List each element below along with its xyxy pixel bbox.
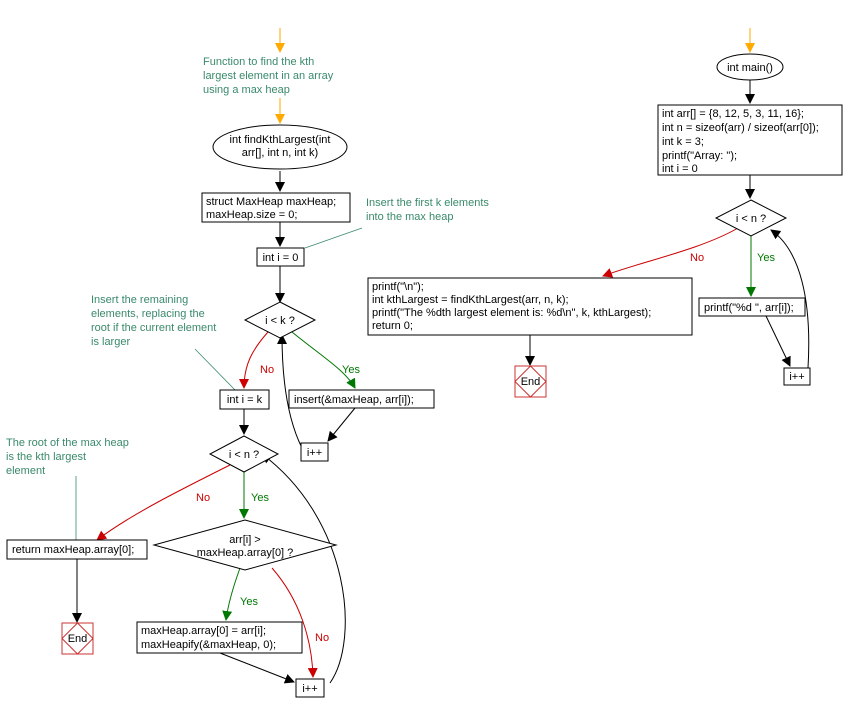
cond-main-label: i < n ? <box>736 213 766 225</box>
no-label-3: No <box>315 632 329 644</box>
inc-2-label: i++ <box>302 683 317 695</box>
init-heap-process[interactable]: struct MaxHeap maxHeap; maxHeap.size = 0… <box>201 192 351 223</box>
comment-func-line-3: using a max heap <box>203 84 290 96</box>
yes-label-1: Yes <box>342 364 360 376</box>
left-annotation-lines <box>75 227 363 542</box>
replace-line-2: maxHeapify(&maxHeap, 0); <box>141 639 276 651</box>
comment-root: The root of the max heap is the kth larg… <box>6 437 129 477</box>
init-block-line-2: int n = sizeof(arr) / sizeof(arr[0]); <box>662 122 819 134</box>
comment-insert-first-line-1: Insert the first k elements <box>366 197 489 209</box>
comment-func-line-1: Function to find the kth <box>203 56 314 68</box>
return-process[interactable]: return maxHeap.array[0]; <box>6 539 148 560</box>
comment-remaining-line-3: root if the current element <box>91 322 216 334</box>
comment-remaining-line-2: elements, replacing the <box>91 308 205 320</box>
end-terminal-right[interactable]: End <box>514 365 547 398</box>
init-heap-line-1: struct MaxHeap maxHeap; <box>206 196 336 208</box>
inc-1-process[interactable]: i++ <box>300 442 329 462</box>
inc-1-label: i++ <box>307 447 322 459</box>
init-block-line-4: printf("Array: "); <box>662 150 737 162</box>
main-start-terminal[interactable]: int main() <box>716 53 784 81</box>
init-block-line-1: int arr[] = {8, 12, 5, 3, 11, 16}; <box>662 108 804 120</box>
comment-root-line-1: The root of the max heap <box>6 437 129 449</box>
yes-label-2: Yes <box>251 492 269 504</box>
end-label-right: End <box>521 376 541 388</box>
cond-i-lt-k-label: i < k ? <box>265 315 295 327</box>
init-heap-line-2: maxHeap.size = 0; <box>206 209 297 221</box>
print-stmt-label: printf("%d ", arr[i]); <box>704 302 794 314</box>
insert-process[interactable]: insert(&maxHeap, arr[i]); <box>288 389 435 409</box>
comment-remaining: Insert the remaining elements, replacing… <box>91 294 216 348</box>
comment-insert-first: Insert the first k elements into the max… <box>366 197 489 223</box>
cond-i-lt-k-decision[interactable]: i < k ? <box>243 301 317 339</box>
comment-insert-first-line-2: into the max heap <box>366 211 453 223</box>
yes-label-main: Yes <box>757 252 775 264</box>
print-process[interactable]: printf("%d ", arr[i]); <box>698 297 806 317</box>
end-terminal-left[interactable]: End <box>61 622 94 655</box>
final-block-line-2: int kthLargest = findKthLargest(arr, n, … <box>372 294 569 306</box>
set-i-k-label: int i = k <box>227 394 263 406</box>
main-start-label: int main() <box>727 62 773 74</box>
cond-compare-line-2: maxHeap.array[0] ? <box>197 547 294 559</box>
init-i-label: int i = 0 <box>263 252 299 264</box>
no-label-2: No <box>196 492 210 504</box>
cond-i-lt-n-label: i < n ? <box>229 449 259 461</box>
comment-remaining-line-4: is larger <box>91 336 130 348</box>
comment-remaining-line-1: Insert the remaining <box>91 294 188 306</box>
insert-stmt-label: insert(&maxHeap, arr[i]); <box>294 394 414 406</box>
final-block-line-3: printf("The %dth largest element is: %d\… <box>372 307 651 319</box>
replace-line-1: maxHeap.array[0] = arr[i]; <box>141 625 266 637</box>
no-label-main: No <box>690 252 704 264</box>
init-block-line-3: int k = 3; <box>662 136 704 148</box>
inc-2-process[interactable]: i++ <box>295 678 325 698</box>
func-start-line-2: arr[], int n, int k) <box>242 147 318 159</box>
left-connectors <box>72 28 356 684</box>
no-label-1: No <box>260 364 274 376</box>
final-block-line-1: printf("\n"); <box>372 281 424 293</box>
inc-main-process[interactable]: i++ <box>783 367 811 386</box>
init-block-line-5: int i = 0 <box>662 163 698 175</box>
comment-func-line-2: largest element in an array <box>203 70 334 82</box>
cond-main-decision[interactable]: i < n ? <box>714 199 788 237</box>
init-block-process[interactable]: int arr[] = {8, 12, 5, 3, 11, 16}; int n… <box>657 104 843 176</box>
cond-i-lt-n-decision[interactable]: i < n ? <box>208 435 280 473</box>
cond-compare-line-1: arr[i] > <box>229 534 260 546</box>
final-block-line-4: return 0; <box>372 320 413 332</box>
comment-root-line-3: element <box>6 465 45 477</box>
replace-process[interactable]: maxHeap.array[0] = arr[i]; maxHeapify(&m… <box>136 621 303 654</box>
init-i-process[interactable]: int i = 0 <box>256 247 305 267</box>
yes-label-3: Yes <box>240 596 258 608</box>
inc-main-label: i++ <box>789 371 804 383</box>
comment-func: Function to find the kth largest element… <box>203 56 334 96</box>
end-label-left: End <box>68 633 88 645</box>
final-block-process[interactable]: printf("\n"); int kthLargest = findKthLa… <box>367 277 693 336</box>
return-stmt-label: return maxHeap.array[0]; <box>12 544 134 556</box>
cond-compare-decision[interactable]: arr[i] > maxHeap.array[0] ? <box>152 519 338 571</box>
comment-root-line-2: is the kth largest <box>6 451 86 463</box>
func-start-terminal[interactable]: int findKthLargest(int arr[], int n, int… <box>212 124 348 170</box>
set-i-k-process[interactable]: int i = k <box>219 389 270 410</box>
func-start-line-1: int findKthLargest(int <box>230 134 331 146</box>
right-connectors <box>525 28 810 369</box>
